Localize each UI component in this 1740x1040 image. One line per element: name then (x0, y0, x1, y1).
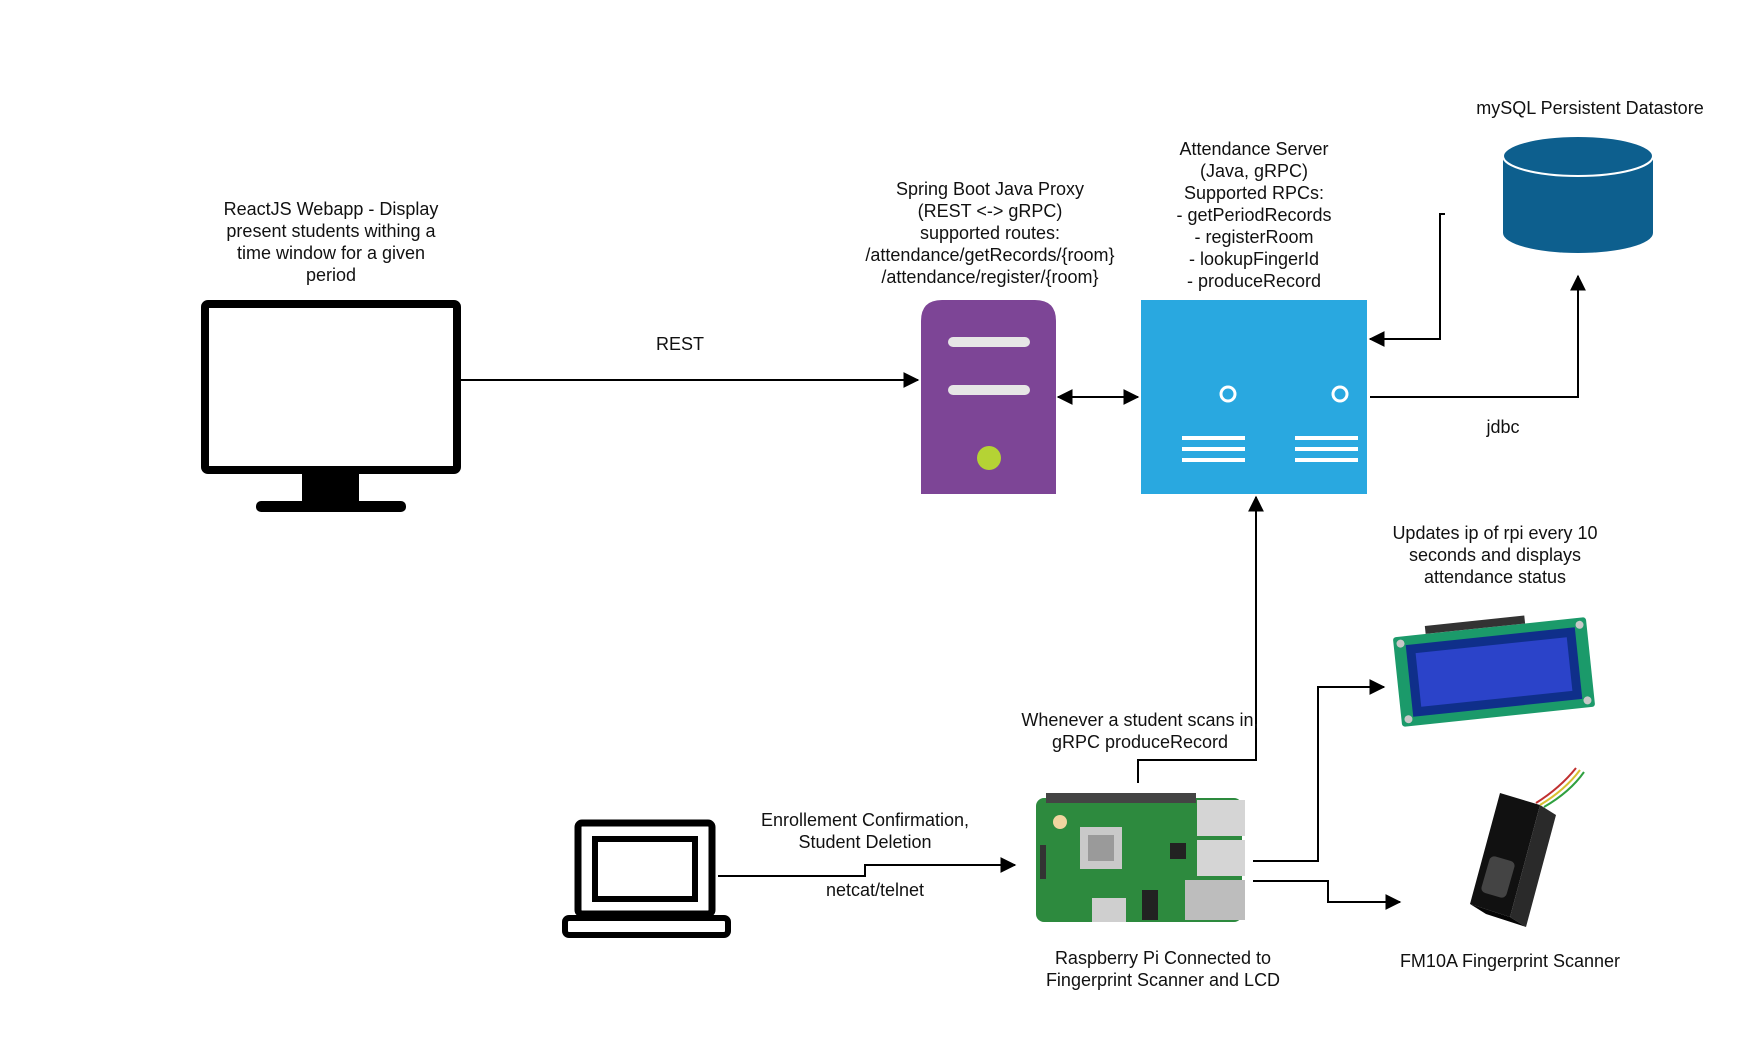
produce-record-edge-label: Whenever a student scans in, gRPC produc… (1005, 709, 1275, 753)
proxy-caption-line: /attendance/register/{room} (881, 267, 1099, 287)
webapp-caption-line: period (305, 265, 357, 285)
proxy-caption-line: /attendance/getRecords/{room} (865, 245, 1115, 265)
server-caption-line: (Java, gRPC) (1199, 161, 1309, 181)
attendance-server-icon (1141, 300, 1367, 494)
edge-laptop-to-rpi (718, 857, 1017, 877)
edge-rpi-to-lcd (1253, 679, 1386, 862)
scanner-caption: FM10A Fingerprint Scanner (1399, 951, 1621, 971)
server-caption-line: - registerRoom (1194, 227, 1314, 247)
lcd-caption-line: Updates ip of rpi every 10 (1392, 523, 1598, 543)
server-caption-line: Attendance Server (1179, 139, 1329, 159)
rpi-caption: Raspberry Pi Connected to Fingerprint Sc… (1033, 947, 1293, 991)
webapp-caption-line: present students withing a (226, 221, 436, 241)
database-icon (1502, 135, 1654, 253)
rpi-caption-line: Raspberry Pi Connected to (1054, 948, 1272, 968)
webapp-caption-line: time window for a given (236, 243, 426, 263)
fingerprint-scanner-icon (1470, 767, 1585, 927)
produce-record-edge-label-line: Whenever a student scans in, (1021, 710, 1259, 730)
jdbc-edge-label: jdbc (1486, 417, 1520, 437)
enrollment-edge-label: Enrollement Confirmation, Student Deleti… (745, 809, 985, 853)
edge-datastore-to-server (1368, 213, 1445, 347)
server-caption-line: Supported RPCs: (1183, 183, 1325, 203)
proxy-caption: Spring Boot Java Proxy (REST <-> gRPC) s… (845, 178, 1135, 288)
enrollment-edge-label-line: Student Deletion (798, 832, 932, 852)
enrollment-edge-label-line: Enrollement Confirmation, (760, 810, 970, 830)
edge-rpi-to-server (1137, 495, 1264, 783)
proxy-caption-line: Spring Boot Java Proxy (895, 179, 1085, 199)
datastore-caption: mySQL Persistent Datastore (1476, 98, 1704, 118)
webapp-caption-line: ReactJS Webapp - Display (223, 199, 439, 219)
lcd-caption-line: seconds and displays (1408, 545, 1582, 565)
rest-edge-label: REST (655, 334, 704, 354)
proxy-server-icon (921, 300, 1056, 494)
lcd-caption-line: attendance status (1423, 567, 1567, 587)
monitor-icon (201, 300, 461, 512)
laptop-icon (562, 819, 731, 938)
edge-rpi-to-scanner (1253, 880, 1402, 910)
lcd-caption: Updates ip of rpi every 10 seconds and d… (1370, 522, 1620, 588)
rpi-caption-line: Fingerprint Scanner and LCD (1045, 970, 1281, 990)
server-caption-line: - produceRecord (1186, 271, 1322, 291)
raspberry-pi-icon (1036, 793, 1245, 922)
server-caption-line: - lookupFingerId (1188, 249, 1320, 269)
proxy-caption-line: (REST <-> gRPC) (917, 201, 1063, 221)
proxy-caption-line: supported routes: (919, 223, 1061, 243)
lcd-display-icon (1393, 615, 1595, 727)
produce-record-edge-label-line: gRPC produceRecord (1051, 732, 1229, 752)
server-caption: Attendance Server (Java, gRPC) Supported… (1154, 138, 1354, 292)
netcat-edge-label: netcat/telnet (825, 880, 925, 900)
server-caption-line: - getPeriodRecords (1176, 205, 1332, 225)
webapp-caption: ReactJS Webapp - Display present student… (205, 198, 457, 286)
edge-server-to-datastore-jdbc (1370, 274, 1586, 398)
